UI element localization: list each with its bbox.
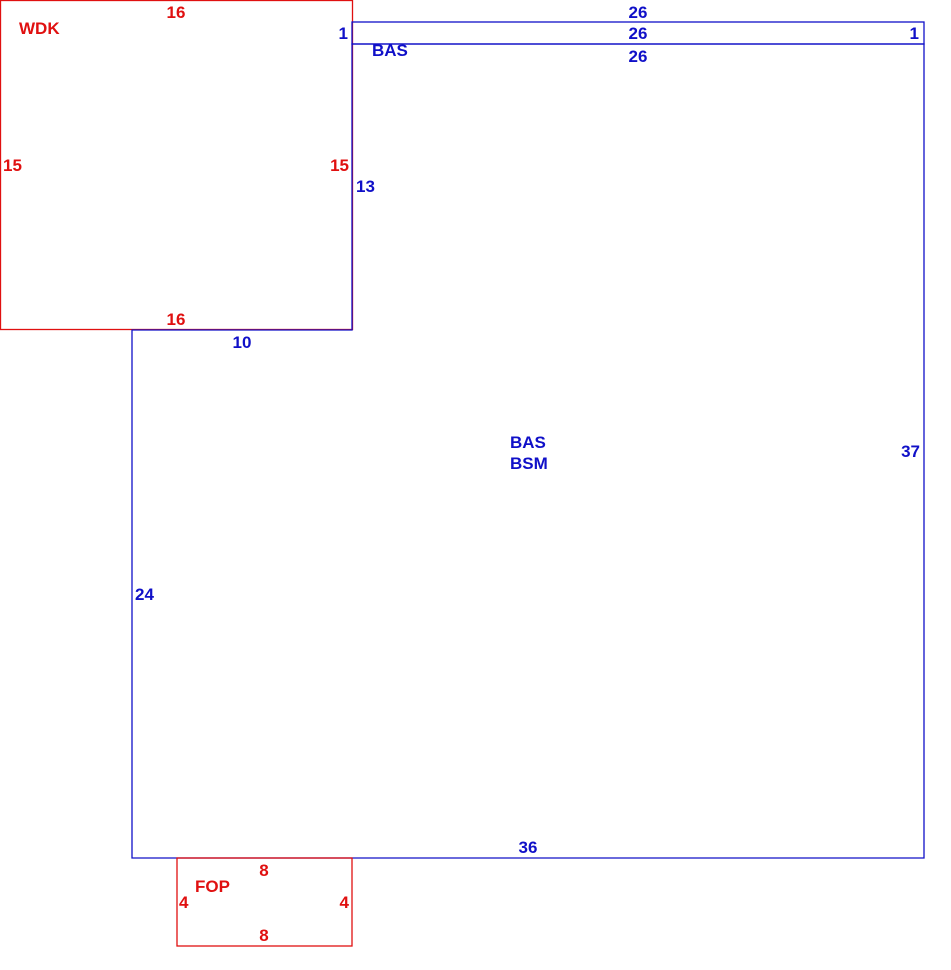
- fop-left-dimension: 4: [179, 893, 189, 912]
- fop-top-dimension: 8: [259, 861, 268, 880]
- main-area-right-dimension: 37: [901, 442, 920, 461]
- main-area-top-dimension: 26: [629, 47, 648, 66]
- main-area-upper-left-dimension: 13: [356, 177, 375, 196]
- wdk-outline: [0, 0, 354, 331]
- wdk-right-dimension: 15: [330, 156, 349, 175]
- main-area-label-bsm: BSM: [510, 454, 548, 473]
- bas-strip-label: BAS: [372, 41, 408, 60]
- main-area-label-bas: BAS: [510, 433, 546, 452]
- fop-outline: [176, 857, 353, 947]
- main-area-bottom-dimension: 36: [519, 838, 538, 857]
- bas-strip-left-dimension: 1: [339, 24, 348, 43]
- wdk-top-dimension: 16: [167, 3, 186, 22]
- fop-bottom-dimension: 8: [259, 926, 268, 945]
- bas-strip-bottom-dimension: 26: [629, 24, 648, 43]
- fop-right-dimension: 4: [340, 893, 350, 912]
- wdk-bottom-dimension: 16: [167, 310, 186, 329]
- bas-strip-top-dimension: 26: [629, 3, 648, 22]
- wdk-label: WDK: [19, 19, 60, 38]
- main-area-left-dimension: 24: [135, 585, 154, 604]
- bas-strip-right-dimension: 1: [910, 24, 919, 43]
- bas-strip-outline: [351, 21, 925, 45]
- main-area-notch-dimension: 10: [233, 333, 252, 352]
- fop-label: FOP: [195, 877, 230, 896]
- wdk-left-dimension: 15: [3, 156, 22, 175]
